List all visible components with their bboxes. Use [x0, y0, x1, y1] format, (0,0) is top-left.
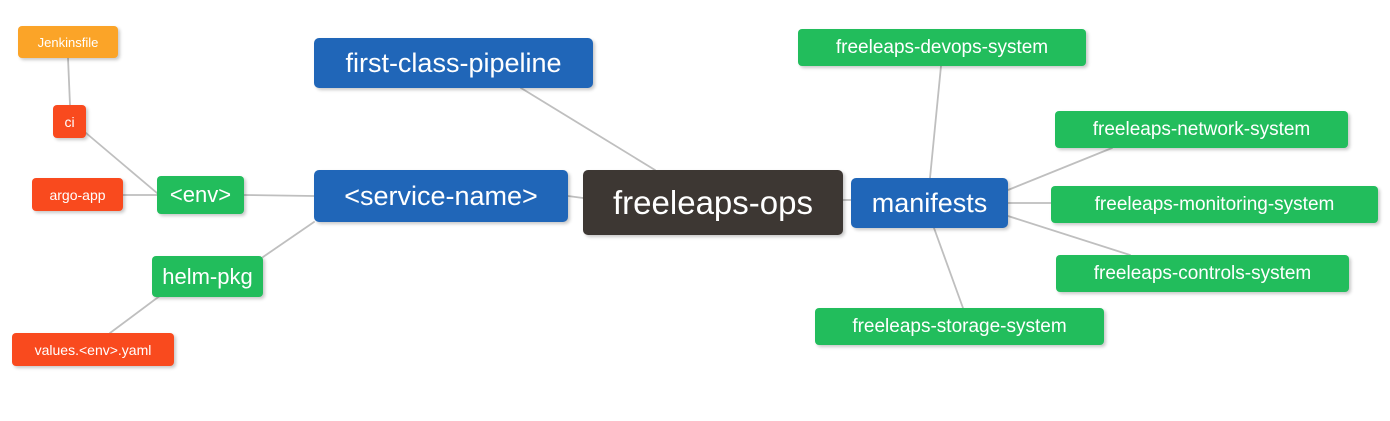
mindmap-node-label-values-env-yaml: values.<env>.yaml	[34, 341, 152, 358]
mindmap-node-env[interactable]: <env>	[157, 176, 244, 214]
mindmap-node-manifests[interactable]: manifests	[851, 178, 1008, 228]
mindmap-node-label-freeleaps-devops-system: freeleaps-devops-system	[835, 37, 1049, 58]
mindmap-node-values-env-yaml[interactable]: values.<env>.yaml	[12, 333, 174, 366]
mindmap-node-label-argo-app: argo-app	[49, 186, 106, 203]
mindmap-node-label-ci: ci	[64, 113, 75, 130]
mindmap-node-jenkinsfile[interactable]: Jenkinsfile	[18, 26, 118, 58]
edge-service-name-to-freeleaps-ops	[567, 195, 584, 199]
mindmap-node-freeleaps-ops[interactable]: freeleaps-ops	[583, 170, 843, 235]
mindmap-node-freeleaps-network-system[interactable]: freeleaps-network-system	[1055, 111, 1348, 148]
mindmap-node-helm-pkg[interactable]: helm-pkg	[152, 256, 263, 297]
mindmap-node-first-class-pipeline[interactable]: first-class-pipeline	[314, 38, 593, 88]
mindmap-node-freeleaps-storage-system[interactable]: freeleaps-storage-system	[815, 308, 1104, 345]
edge-helm-pkg-to-values-env-yaml	[109, 291, 166, 334]
mindmap-node-label-freeleaps-network-system: freeleaps-network-system	[1092, 119, 1311, 140]
mindmap-node-label-freeleaps-controls-system: freeleaps-controls-system	[1093, 263, 1312, 284]
mindmap-node-label-freeleaps-ops: freeleaps-ops	[613, 184, 813, 221]
edge-env-to-service-name	[243, 194, 315, 197]
mindmap-node-freeleaps-devops-system[interactable]: freeleaps-devops-system	[798, 29, 1086, 66]
mindmap-node-label-first-class-pipeline: first-class-pipeline	[345, 47, 562, 78]
edge-service-name-to-helm-pkg	[262, 221, 315, 258]
mindmap-node-label-manifests: manifests	[871, 187, 988, 218]
edge-manifests-to-freeleaps-network-system	[1007, 147, 1113, 191]
edge-jenkinsfile-to-ci	[67, 57, 71, 106]
mindmap-node-ci[interactable]: ci	[53, 105, 86, 138]
mindmap-node-service-name[interactable]: <service-name>	[314, 170, 568, 222]
mindmap-node-label-env: <env>	[169, 182, 232, 207]
mindmap-node-label-freeleaps-monitoring-system: freeleaps-monitoring-system	[1094, 194, 1335, 215]
mindmap-node-label-helm-pkg: helm-pkg	[162, 263, 253, 289]
mindmap-node-label-jenkinsfile: Jenkinsfile	[37, 34, 99, 50]
mindmap-node-label-freeleaps-storage-system: freeleaps-storage-system	[852, 316, 1067, 337]
mindmap-node-freeleaps-monitoring-system[interactable]: freeleaps-monitoring-system	[1051, 186, 1378, 223]
edge-manifests-to-freeleaps-storage-system	[933, 227, 964, 309]
mindmap-node-argo-app[interactable]: argo-app	[32, 178, 123, 211]
mindmap-node-label-service-name: <service-name>	[344, 180, 538, 211]
edge-first-class-pipeline-to-freeleaps-ops	[520, 87, 656, 171]
edge-manifests-to-freeleaps-devops-system	[929, 65, 942, 179]
mindmap-node-freeleaps-controls-system[interactable]: freeleaps-controls-system	[1056, 255, 1349, 292]
